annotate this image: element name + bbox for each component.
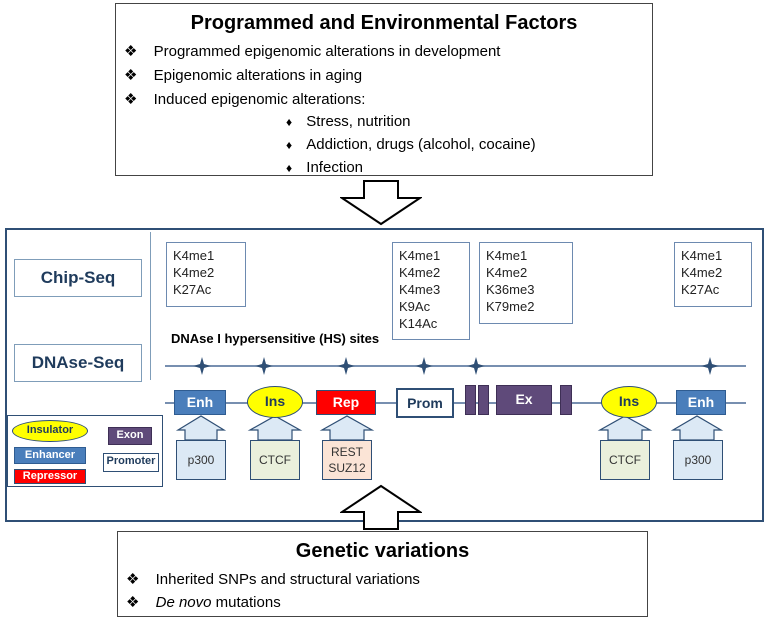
- bullet-icon: ❖: [126, 594, 140, 611]
- hs-site-star-icon: [337, 357, 355, 375]
- bullet-text: Epigenomic alterations in aging: [153, 67, 363, 84]
- ctcf-factor-box-right: CTCF: [600, 440, 650, 480]
- genetic-variations-title: Genetic variations: [295, 540, 470, 562]
- hs-site-star-icon: [467, 357, 485, 375]
- diamond-icon: ♦: [286, 161, 293, 175]
- sub-bullet-item: ♦ Infection: [286, 159, 363, 176]
- sub-bullet-item: ♦ Addiction, drugs (alcohol, cocaine): [286, 136, 536, 153]
- factor-label: p300: [187, 453, 215, 467]
- genetic-variations-box: Genetic variations ❖ Inherited SNPs and …: [117, 531, 648, 617]
- histone-mark: K9Ac: [399, 299, 431, 314]
- histone-mark: K4me3: [399, 282, 441, 297]
- hs-site-star-icon: [701, 357, 719, 375]
- up-arrow-icon: [597, 415, 653, 441]
- up-arrow-icon: [247, 415, 303, 441]
- sub-bullet-text: Stress, nutrition: [306, 113, 411, 130]
- histone-marks-enhancer-right: K4me1 K4me2 K27Ac: [674, 242, 752, 307]
- histone-mark: K4me2: [486, 265, 528, 280]
- bullet-text: Programmed epigenomic alterations in dev…: [153, 43, 501, 60]
- histone-marks-promoter: K4me1 K4me2 K4me3 K9Ac K14Ac: [392, 242, 470, 340]
- histone-mark: K27Ac: [173, 282, 212, 297]
- insulator-element-right: Ins: [601, 386, 657, 418]
- factor-label: SUZ12: [328, 461, 366, 475]
- exon-block: [478, 385, 489, 415]
- promoter-element: Prom: [396, 388, 454, 418]
- diamond-icon: ♦: [286, 138, 293, 152]
- up-arrow-icon: [670, 415, 724, 441]
- bullet-icon: ❖: [126, 571, 140, 588]
- bullet-icon: ❖: [124, 91, 138, 108]
- ctcf-factor-box: CTCF: [250, 440, 300, 480]
- histone-mark: K4me1: [173, 248, 215, 263]
- legend-repressor: Repressor: [14, 469, 86, 484]
- factor-label: CTCF: [259, 453, 291, 467]
- histone-mark: K4me2: [681, 265, 723, 280]
- histone-mark: K14Ac: [399, 316, 438, 331]
- sub-bullet-text: Infection: [306, 159, 364, 176]
- histone-mark: K4me1: [486, 248, 528, 263]
- hs-site-star-icon: [415, 357, 433, 375]
- legend: Insulator Exon Enhancer Promoter Repress…: [7, 415, 163, 487]
- factor-label: CTCF: [609, 453, 641, 467]
- diamond-icon: ♦: [286, 115, 293, 129]
- legend-exon: Exon: [108, 427, 152, 445]
- histone-marks-gene-body: K4me1 K4me2 K36me3 K79me2: [479, 242, 573, 324]
- histone-mark: K4me2: [173, 265, 215, 280]
- legend-insulator: Insulator: [12, 420, 88, 442]
- factor-label: p300: [684, 453, 712, 467]
- bullet-icon: ❖: [124, 43, 138, 60]
- panel-divider: [150, 232, 151, 380]
- hs-sites-caption: DNAse I hypersensitive (HS) sites: [171, 331, 380, 346]
- histone-mark: K4me1: [399, 248, 441, 263]
- p300-factor-box: p300: [176, 440, 226, 480]
- histone-mark: K27Ac: [681, 282, 720, 297]
- enhancer-element-right: Enh: [676, 390, 726, 415]
- exon-block-labeled: Ex: [496, 385, 552, 415]
- factor-label: REST: [330, 445, 363, 459]
- hs-site-markers: [193, 357, 719, 375]
- histone-mark: K4me2: [399, 265, 441, 280]
- hs-site-star-icon: [255, 357, 273, 375]
- p300-factor-box-right: p300: [673, 440, 723, 480]
- bullet-item: ❖ Induced epigenomic alterations:: [124, 90, 365, 108]
- legend-enhancer: Enhancer: [14, 447, 86, 464]
- down-arrow-icon: [340, 180, 422, 226]
- histone-mark: K79me2: [486, 299, 535, 314]
- legend-promoter: Promoter: [103, 453, 159, 472]
- bullet-text: Induced epigenomic alterations:: [153, 91, 366, 108]
- environmental-factors-box: Programmed and Environmental Factors ❖ P…: [115, 3, 653, 176]
- sub-bullet-item: ♦ Stress, nutrition: [286, 113, 411, 130]
- up-arrow-icon: [319, 415, 375, 441]
- bullet-icon: ❖: [124, 67, 138, 84]
- exon-block: [560, 385, 572, 415]
- enhancer-element: Enh: [174, 390, 226, 415]
- up-arrow-icon: [175, 415, 227, 441]
- bullet-item: ❖ De novo mutations: [126, 593, 281, 611]
- bullet-text: mutations: [211, 594, 281, 611]
- exon-block: [465, 385, 476, 415]
- rest-suz12-factor-box: REST SUZ12: [322, 440, 372, 480]
- bullet-text-italic: De novo: [155, 594, 212, 611]
- environmental-factors-title: Programmed and Environmental Factors: [190, 12, 578, 34]
- bullet-item: ❖ Programmed epigenomic alterations in d…: [124, 42, 500, 60]
- hs-site-star-icon: [193, 357, 211, 375]
- bullet-item: ❖ Inherited SNPs and structural variatio…: [126, 570, 420, 588]
- chip-seq-label: Chip-Seq: [14, 259, 142, 297]
- sub-bullet-text: Addiction, drugs (alcohol, cocaine): [306, 136, 536, 153]
- insulator-element: Ins: [247, 386, 303, 418]
- bullet-text: Inherited SNPs and structural variations: [155, 571, 420, 588]
- histone-mark: K4me1: [681, 248, 723, 263]
- bullet-item: ❖ Epigenomic alterations in aging: [124, 66, 362, 84]
- repressor-element: Rep: [316, 390, 376, 415]
- histone-mark: K36me3: [486, 282, 535, 297]
- dnase-seq-label: DNAse-Seq: [14, 344, 142, 382]
- histone-marks-enhancer: K4me1 K4me2 K27Ac: [166, 242, 246, 307]
- up-arrow-large-icon: [340, 484, 422, 530]
